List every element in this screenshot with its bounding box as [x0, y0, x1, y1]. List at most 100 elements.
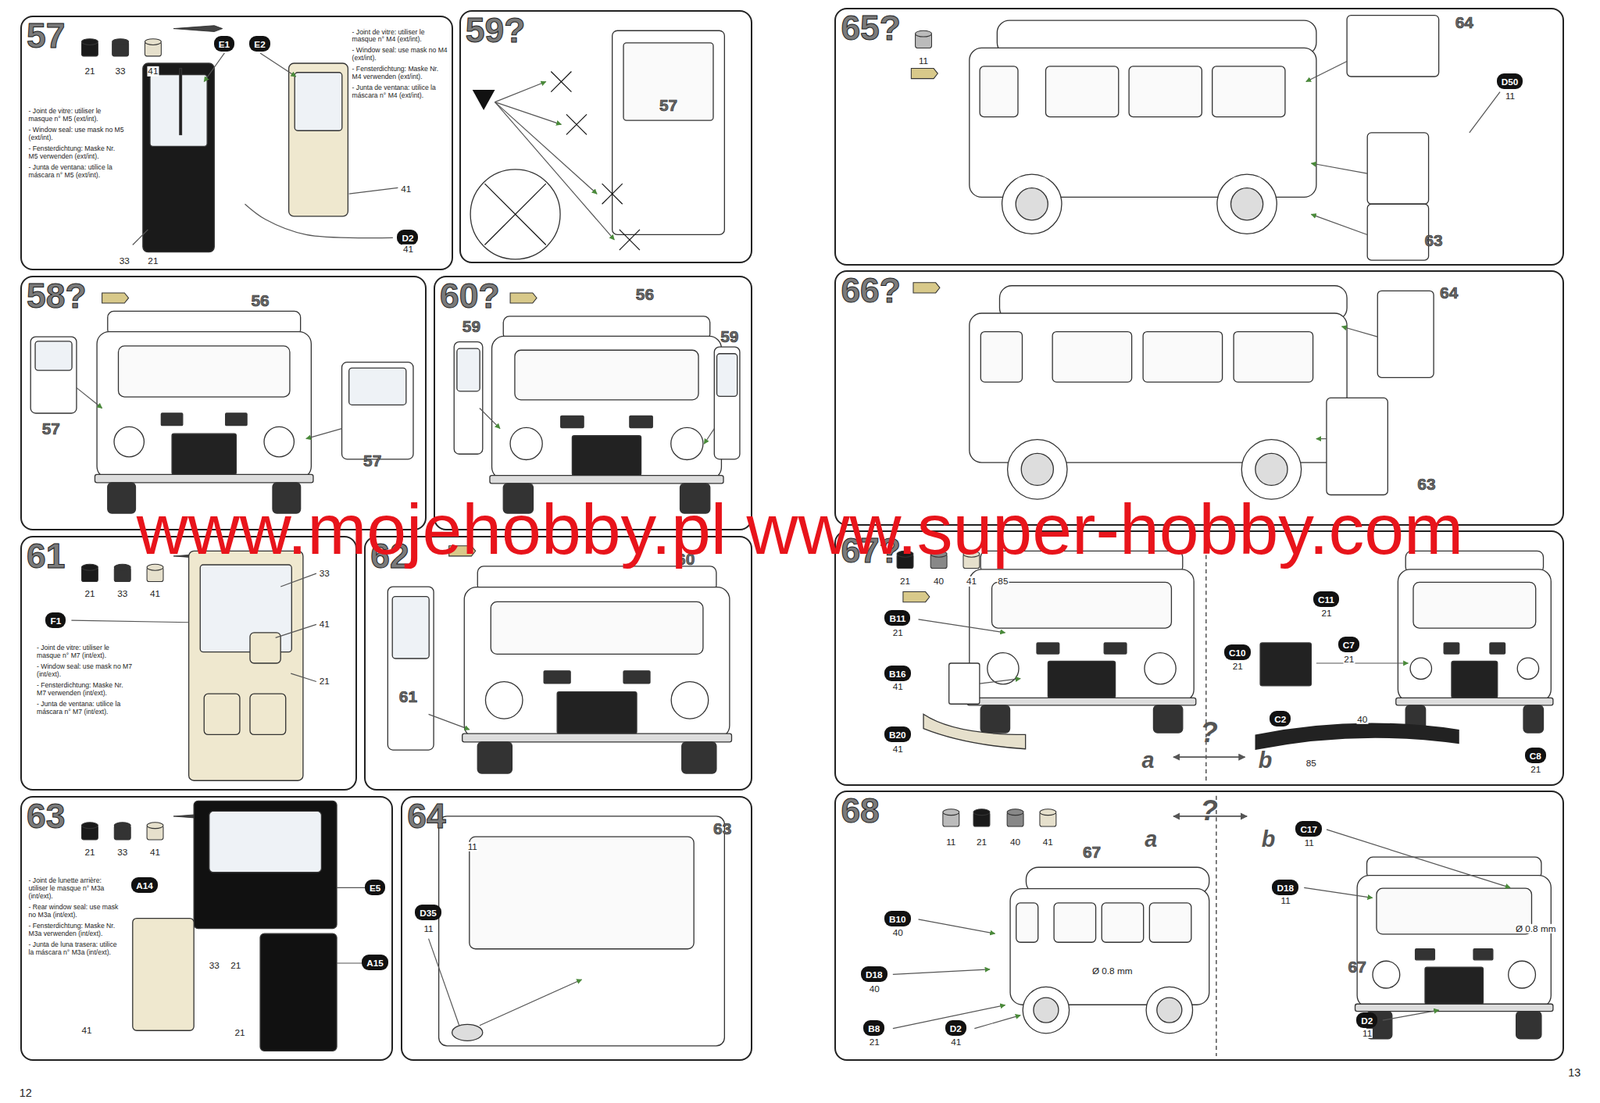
callout-number: 63 [1423, 232, 1443, 250]
paint-number: 21 [83, 66, 96, 76]
leader-line [1326, 829, 1511, 888]
leader-line [479, 979, 583, 1026]
drawing-part [342, 362, 414, 460]
drawing-part [1144, 653, 1176, 685]
note-text: - Joint de vitre: utiliser le masque n° … [28, 107, 126, 124]
drawing-part [470, 169, 561, 260]
leader-line [349, 187, 399, 194]
part-code: E5 [369, 882, 381, 893]
leader-line [550, 71, 572, 92]
drawing-part [1233, 332, 1313, 383]
note-text: - Window seal: use mask no M5 (ext/int). [28, 126, 126, 143]
paint-pot [973, 809, 990, 816]
drawing-part [1053, 903, 1096, 943]
glue-icon [910, 68, 938, 79]
note-text: - Fensterdichtung: Maske Nr. M7 verwende… [36, 682, 134, 698]
drawing-part [1508, 960, 1536, 989]
drawing-part [457, 348, 480, 392]
note-text: - Junta de ventana: utilice la máscara n… [352, 84, 450, 100]
leader-line [979, 678, 1021, 685]
drawing-part [1377, 290, 1434, 378]
step-panel: 65?D50 [834, 7, 1565, 265]
drawing-part [1516, 1011, 1542, 1040]
drawing-part [1101, 903, 1143, 943]
drawing-part [980, 332, 1022, 383]
drawing-part [179, 68, 183, 136]
callout-number: 57 [658, 96, 679, 115]
leader-line [494, 82, 546, 103]
leader-line [892, 969, 990, 975]
drawing-part [1410, 657, 1432, 679]
drawing-part [543, 671, 571, 684]
part-code: A15 [366, 957, 384, 968]
drawing-part [469, 836, 694, 950]
leader-line [1310, 214, 1368, 235]
drawing-part [1157, 997, 1183, 1023]
part-badge: C17 [1295, 821, 1322, 837]
drawing-part [682, 742, 717, 774]
drawing-part [35, 341, 72, 371]
drawing-part [1002, 174, 1062, 234]
drawing-part [1396, 697, 1554, 705]
paint-number: 33 [208, 960, 221, 970]
leader-line [484, 183, 546, 245]
drawing-part [612, 30, 725, 235]
variant-mark: ? [1200, 796, 1219, 826]
part-code: A14 [135, 880, 154, 891]
leader-line [1342, 326, 1379, 337]
step-panel: 66? [834, 270, 1565, 526]
callout-number: 63 [712, 820, 733, 838]
callout-number: 56 [635, 286, 655, 304]
paint-number: 21 [868, 1036, 881, 1047]
leader-line [71, 620, 189, 623]
part-badge: B10 [884, 910, 911, 927]
step-number: 57 [26, 17, 65, 56]
paint-pot [114, 564, 131, 571]
variant-mark: a [1143, 827, 1158, 851]
drawing-part [1142, 332, 1222, 383]
paint-number: 41 [149, 589, 161, 599]
part-badge: D18 [860, 966, 888, 983]
note-block: - Joint de lunette arrière: utiliser le … [28, 877, 123, 957]
paint-number: 21 [146, 256, 159, 266]
drawing-part [992, 582, 1172, 629]
part-code: C7 [1342, 639, 1355, 650]
drawing-part [1021, 453, 1054, 486]
note-text: - Fensterdichtung: Maske Nr. M4 verwende… [352, 65, 450, 82]
leader-line [275, 624, 317, 638]
drawing-part [30, 336, 77, 414]
paint-number: 85 [1305, 758, 1318, 768]
drawing-part [250, 693, 286, 735]
paint-number: 21 [83, 589, 96, 599]
drawing-part [387, 586, 434, 750]
paint-number: 33 [116, 589, 129, 599]
page-number: 12 [18, 1088, 33, 1100]
paint-pot [915, 30, 933, 37]
drawing-part [289, 63, 349, 217]
part-code: F1 [50, 615, 61, 626]
drawing-part [1357, 875, 1551, 1008]
drawing-part [1473, 949, 1493, 961]
drawing-part [1046, 66, 1119, 118]
note-text: - Junta de ventana: utilice la máscara n… [36, 700, 134, 717]
drawing-part [1033, 997, 1059, 1023]
step-number: 66? [840, 271, 901, 311]
part-code: B8 [867, 1023, 880, 1034]
note-text: - Rear window seal: use mask no M3a (int… [28, 903, 123, 920]
part-badge: F1 [45, 612, 66, 629]
paint-number: 41 [1042, 836, 1054, 847]
drawing-part [462, 733, 733, 743]
callout-number: 56 [250, 292, 270, 310]
leader-line [76, 387, 103, 408]
step-number: 60? [439, 277, 500, 316]
leader-line [566, 114, 587, 135]
part-code: D2 [401, 232, 414, 243]
paint-number: 40 [892, 928, 904, 938]
leader-line [336, 887, 368, 889]
part-code: D2 [1360, 1015, 1373, 1026]
step-panel: 64D35 [400, 796, 752, 1062]
step-panel: 59? [459, 10, 753, 264]
drawing-part [1036, 642, 1060, 654]
part-badge: C8 [1525, 747, 1547, 764]
note-text: - Window seal: use mask no M4 (ext/int). [352, 46, 450, 63]
